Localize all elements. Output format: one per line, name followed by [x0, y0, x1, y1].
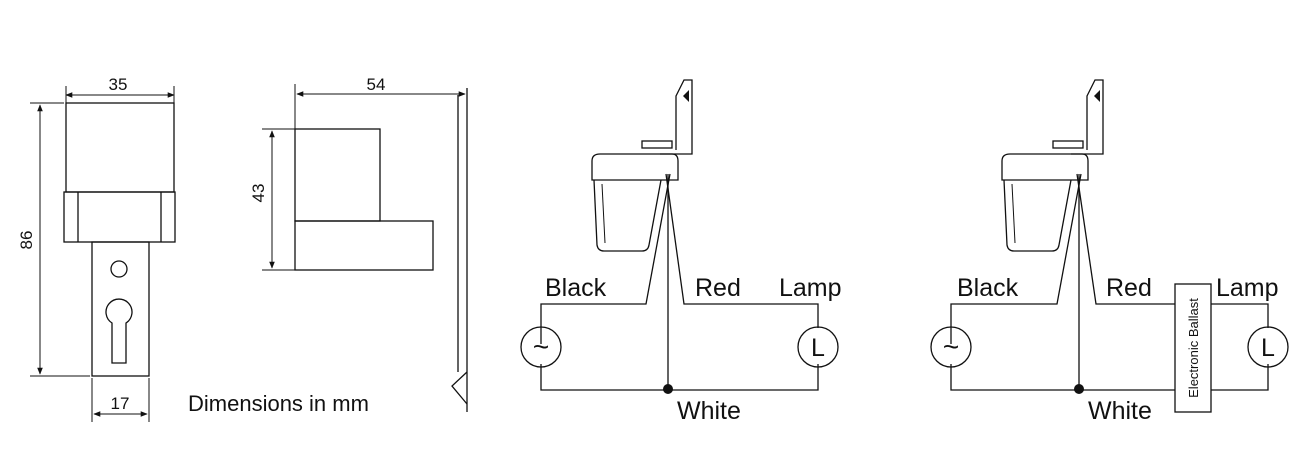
lamp-label: Lamp — [779, 274, 842, 302]
dimensions-caption: Dimensions in mm — [188, 391, 369, 416]
lamp-symbol-2 — [1247, 326, 1289, 368]
electronic-ballast-label: Electronic Ballast — [1186, 298, 1201, 398]
red-wire-label-2: Red — [1106, 274, 1152, 302]
base-17-label: 17 — [111, 394, 130, 413]
ac-source-symbol — [520, 326, 562, 368]
ac-source-symbol-2 — [930, 326, 972, 368]
lamp-symbol — [797, 326, 839, 368]
lamp-symbol-letter-2: L — [1261, 334, 1275, 362]
black-wire-label-2: Black — [957, 274, 1019, 302]
wiring-basic-lines — [540, 173, 819, 391]
wiring-ballast-lines — [950, 173, 1269, 391]
ac-source-wave: ~ — [533, 331, 549, 362]
white-junction-dot-2 — [1074, 384, 1084, 394]
red-wire-label: Red — [695, 274, 741, 302]
white-junction-dot — [663, 384, 673, 394]
side-view-drawing — [294, 88, 468, 412]
electronic-ballast-box — [1174, 283, 1212, 413]
photocell-sensor-basic — [591, 79, 693, 252]
side-view-dimensions — [262, 84, 466, 271]
white-wire-label: White — [677, 397, 741, 425]
white-wire-label-2: White — [1088, 397, 1152, 425]
lamp-symbol-letter: L — [811, 334, 825, 362]
width-35-label: 35 — [109, 75, 128, 94]
height-86-label: 86 — [17, 231, 36, 250]
height-43-label: 43 — [249, 184, 268, 203]
front-view-dimensions — [30, 86, 175, 422]
black-wire-label: Black — [545, 274, 607, 302]
depth-54-label: 54 — [367, 75, 386, 94]
front-view-drawing — [63, 102, 176, 377]
photocell-sensor-ballast — [1001, 79, 1104, 252]
lamp-label-2: Lamp — [1216, 274, 1279, 302]
ac-source-wave-2: ~ — [943, 331, 959, 362]
